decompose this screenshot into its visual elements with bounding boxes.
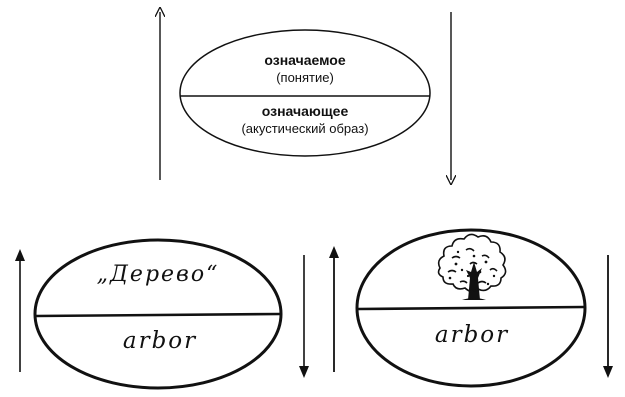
tree-icon <box>437 233 507 300</box>
top-sign <box>160 12 451 180</box>
right-sound-label: arbor <box>434 322 510 348</box>
right-sign-divider <box>357 305 585 311</box>
right-sign-ellipse <box>355 228 587 388</box>
left-sign-divider <box>35 312 281 318</box>
left-sign <box>15 238 309 390</box>
signifier-term: означающее <box>261 103 349 119</box>
left-sign-ellipse <box>33 238 283 390</box>
left-concept-label: „Дерево“ <box>96 262 220 287</box>
top-sign-ellipse <box>179 29 431 157</box>
signified-term: означаемое <box>264 52 346 68</box>
left-sound-label: arbor <box>122 328 198 354</box>
signified-gloss: (понятие) <box>276 70 334 85</box>
right-sign <box>329 228 613 388</box>
signifier-gloss: (акустический образ) <box>241 121 369 136</box>
